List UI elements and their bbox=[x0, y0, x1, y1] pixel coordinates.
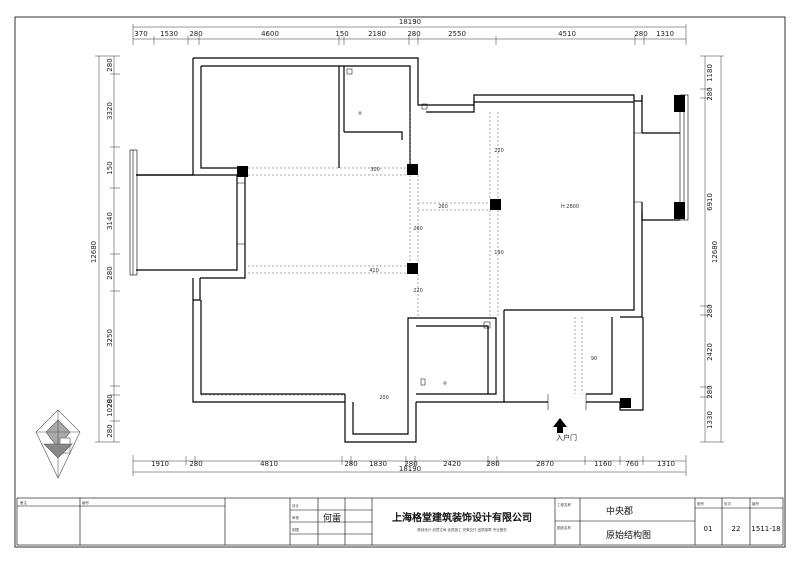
dimension-label: 280 bbox=[189, 460, 202, 468]
sheet-number: 01 bbox=[704, 525, 713, 533]
bay-window-left bbox=[129, 149, 138, 276]
top-total-dimension: 18190 bbox=[399, 18, 421, 26]
dimension-label: 3140 bbox=[106, 212, 114, 230]
dimension-label: 4810 bbox=[260, 460, 278, 468]
top-segment-labels: 370 1530 280 4600 150 2180 280 2550 4510 280 1310 bbox=[134, 30, 674, 38]
dimension-label: 280 bbox=[189, 30, 202, 38]
column bbox=[407, 164, 418, 175]
column bbox=[674, 95, 685, 112]
dimension-label: 280 bbox=[106, 424, 114, 437]
company-slogan: 原创设计 创意空间 优质施工 完美交付 品质保障 专业服务 bbox=[417, 527, 507, 532]
dimension-label: 1910 bbox=[151, 460, 169, 468]
title-col-label: 页次 bbox=[724, 501, 732, 506]
dimension-label: 760 bbox=[625, 460, 638, 468]
beam-label: 300 bbox=[370, 167, 380, 173]
beam-label: 220 bbox=[413, 288, 423, 294]
beam-label: 90 bbox=[591, 356, 597, 362]
beam-label: 200 bbox=[379, 395, 389, 401]
dimension-label: 2420 bbox=[443, 460, 461, 468]
dimension-label: 280 bbox=[634, 30, 647, 38]
designer-name: 何雷 bbox=[323, 512, 341, 524]
drawing-number: 1511-18 bbox=[751, 525, 780, 533]
title-col-label: 制图 bbox=[292, 527, 300, 532]
column bbox=[620, 398, 631, 408]
bottom-dimension-chain bbox=[132, 455, 687, 476]
walls bbox=[136, 57, 680, 443]
title-col-label: 编号 bbox=[752, 501, 760, 506]
window-openings bbox=[237, 132, 642, 410]
company-name: 上海格堂建筑装饰设计有限公司 bbox=[392, 511, 532, 524]
beam-label: 410 bbox=[369, 268, 379, 274]
dimension-label: 1530 bbox=[160, 30, 178, 38]
entrance-label: 入户门 bbox=[556, 433, 577, 442]
left-total-dimension: 12680 bbox=[90, 241, 98, 263]
beam-label: 260 bbox=[413, 226, 423, 232]
title-col-label: 编号 bbox=[82, 500, 89, 505]
right-total-dimension: 12680 bbox=[711, 241, 719, 263]
company-logo bbox=[35, 409, 81, 479]
dimension-label: 280 bbox=[706, 304, 714, 317]
ceiling-height-label: H 2800 bbox=[561, 204, 579, 210]
dimension-label: 280 bbox=[106, 266, 114, 279]
dimension-label: 2420 bbox=[706, 343, 714, 361]
beam-label: 190 bbox=[494, 250, 504, 256]
dimension-label: 2180 bbox=[368, 30, 386, 38]
dimension-label: 1310 bbox=[657, 460, 675, 468]
dimension-label: 1160 bbox=[594, 460, 612, 468]
beam-label: 220 bbox=[494, 148, 504, 154]
bay-window-right bbox=[679, 94, 689, 221]
dimension-label: 4600 bbox=[261, 30, 279, 38]
dimension-label: 1310 bbox=[656, 30, 674, 38]
drawing-frame bbox=[14, 16, 786, 548]
title-col-label: 审核 bbox=[292, 515, 300, 520]
entrance-arrow bbox=[553, 418, 567, 433]
dimension-label: 280 bbox=[106, 58, 114, 71]
dimension-label: 280 bbox=[407, 30, 420, 38]
dimension-label: 370 bbox=[134, 30, 147, 38]
title-col-label: 图纸名称 bbox=[557, 525, 571, 530]
title-col-label: 图号 bbox=[697, 501, 705, 506]
title-col-label: 设计 bbox=[292, 503, 300, 508]
dimension-label: 280 bbox=[706, 385, 714, 398]
dimension-label: 4510 bbox=[558, 30, 576, 38]
title-col-label: 工程名称 bbox=[557, 502, 571, 507]
dimension-label: 1020 bbox=[106, 399, 114, 417]
dimension-label: 1830 bbox=[369, 460, 387, 468]
bottom-segment-labels: 1910 280 4810 280 1830 280 2420 280 2870 1160 760 1… bbox=[151, 460, 675, 468]
dimension-label: 3250 bbox=[106, 329, 114, 347]
structural-columns bbox=[237, 95, 685, 408]
dimension-label: 150 bbox=[335, 30, 348, 38]
project-name: 中央郡 bbox=[606, 505, 633, 517]
fixtures bbox=[346, 68, 491, 386]
top-dimension-chain bbox=[132, 24, 687, 45]
beam-label: 260 bbox=[438, 204, 448, 210]
left-dimension-chain bbox=[95, 55, 120, 443]
dimension-label: 1330 bbox=[706, 411, 714, 429]
column bbox=[407, 263, 418, 274]
bottom-total-dimension: 18190 bbox=[399, 465, 421, 473]
right-segment-labels: 1180 280 6910 280 2420 280 1330 bbox=[706, 64, 714, 429]
dimension-label: 1180 bbox=[706, 64, 714, 82]
column bbox=[674, 202, 685, 219]
dimension-label: 150 bbox=[106, 161, 114, 174]
title-col-label: 备注 bbox=[20, 500, 27, 505]
beam-lines bbox=[201, 112, 583, 396]
dimension-label: 3320 bbox=[106, 102, 114, 120]
right-dimension-chain bbox=[700, 55, 724, 443]
title-block bbox=[16, 497, 784, 546]
dimension-label: 2870 bbox=[536, 460, 554, 468]
column bbox=[237, 166, 248, 177]
dimension-label: 6910 bbox=[706, 193, 714, 211]
dimension-label: 280 bbox=[344, 460, 357, 468]
dimension-label: 280 bbox=[706, 87, 714, 100]
column bbox=[490, 199, 501, 210]
dimension-label: 280 bbox=[106, 394, 114, 407]
drawing-title: 原始结构图 bbox=[606, 529, 651, 541]
dimension-label: 280 bbox=[404, 460, 417, 468]
dimension-label: 280 bbox=[486, 460, 499, 468]
dimension-label: 2550 bbox=[448, 30, 466, 38]
page-number: 22 bbox=[732, 525, 741, 533]
